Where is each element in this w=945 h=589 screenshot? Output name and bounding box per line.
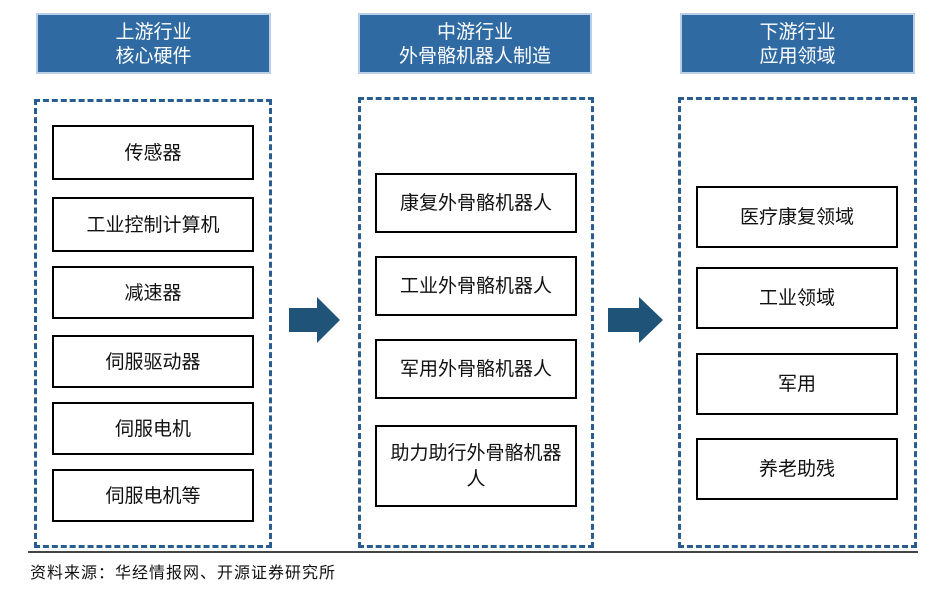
upstream-item-sensor: 传感器 bbox=[52, 125, 254, 180]
upstream-item-reducer: 减速器 bbox=[52, 266, 254, 319]
midstream-header: 中游行业 外骨骼机器人制造 bbox=[358, 13, 592, 74]
downstream-header-line2: 应用领域 bbox=[759, 44, 836, 67]
upstream-item-servo-motor: 伺服电机 bbox=[52, 402, 254, 455]
midstream-header-line2: 外骨骼机器人制造 bbox=[398, 44, 551, 67]
flow-arrow-icon bbox=[289, 297, 340, 343]
footer-divider bbox=[28, 551, 918, 553]
upstream-item-servo-motor-etc: 伺服电机等 bbox=[52, 469, 254, 522]
upstream-item-industrial-computer: 工业控制计算机 bbox=[52, 197, 254, 252]
downstream-group bbox=[678, 97, 917, 548]
midstream-item-assist-exoskeleton: 助力助行外骨骼机器人 bbox=[375, 425, 577, 507]
upstream-header: 上游行业 核心硬件 bbox=[36, 13, 271, 74]
source-note: 资料来源：华经情报网、开源证券研究所 bbox=[30, 563, 337, 582]
upstream-group bbox=[34, 99, 272, 548]
midstream-group bbox=[358, 97, 594, 548]
upstream-header-line1: 上游行业 bbox=[115, 20, 192, 43]
upstream-item-servo-driver: 伺服驱动器 bbox=[52, 335, 254, 388]
downstream-item-elderly-disabled: 养老助残 bbox=[696, 438, 898, 500]
midstream-item-industrial-exoskeleton: 工业外骨骼机器人 bbox=[375, 256, 577, 316]
midstream-header-line1: 中游行业 bbox=[436, 20, 513, 43]
downstream-item-military: 军用 bbox=[696, 353, 898, 415]
midstream-item-military-exoskeleton: 军用外骨骼机器人 bbox=[375, 339, 577, 399]
downstream-header-line1: 下游行业 bbox=[759, 20, 836, 43]
upstream-header-line2: 核心硬件 bbox=[115, 44, 192, 67]
downstream-header: 下游行业 应用领域 bbox=[680, 13, 915, 74]
downstream-item-industrial: 工业领域 bbox=[696, 267, 898, 329]
flow-arrow-icon bbox=[608, 297, 663, 343]
midstream-item-rehab-exoskeleton: 康复外骨骼机器人 bbox=[375, 173, 577, 233]
downstream-item-medical-rehab: 医疗康复领域 bbox=[696, 186, 898, 248]
